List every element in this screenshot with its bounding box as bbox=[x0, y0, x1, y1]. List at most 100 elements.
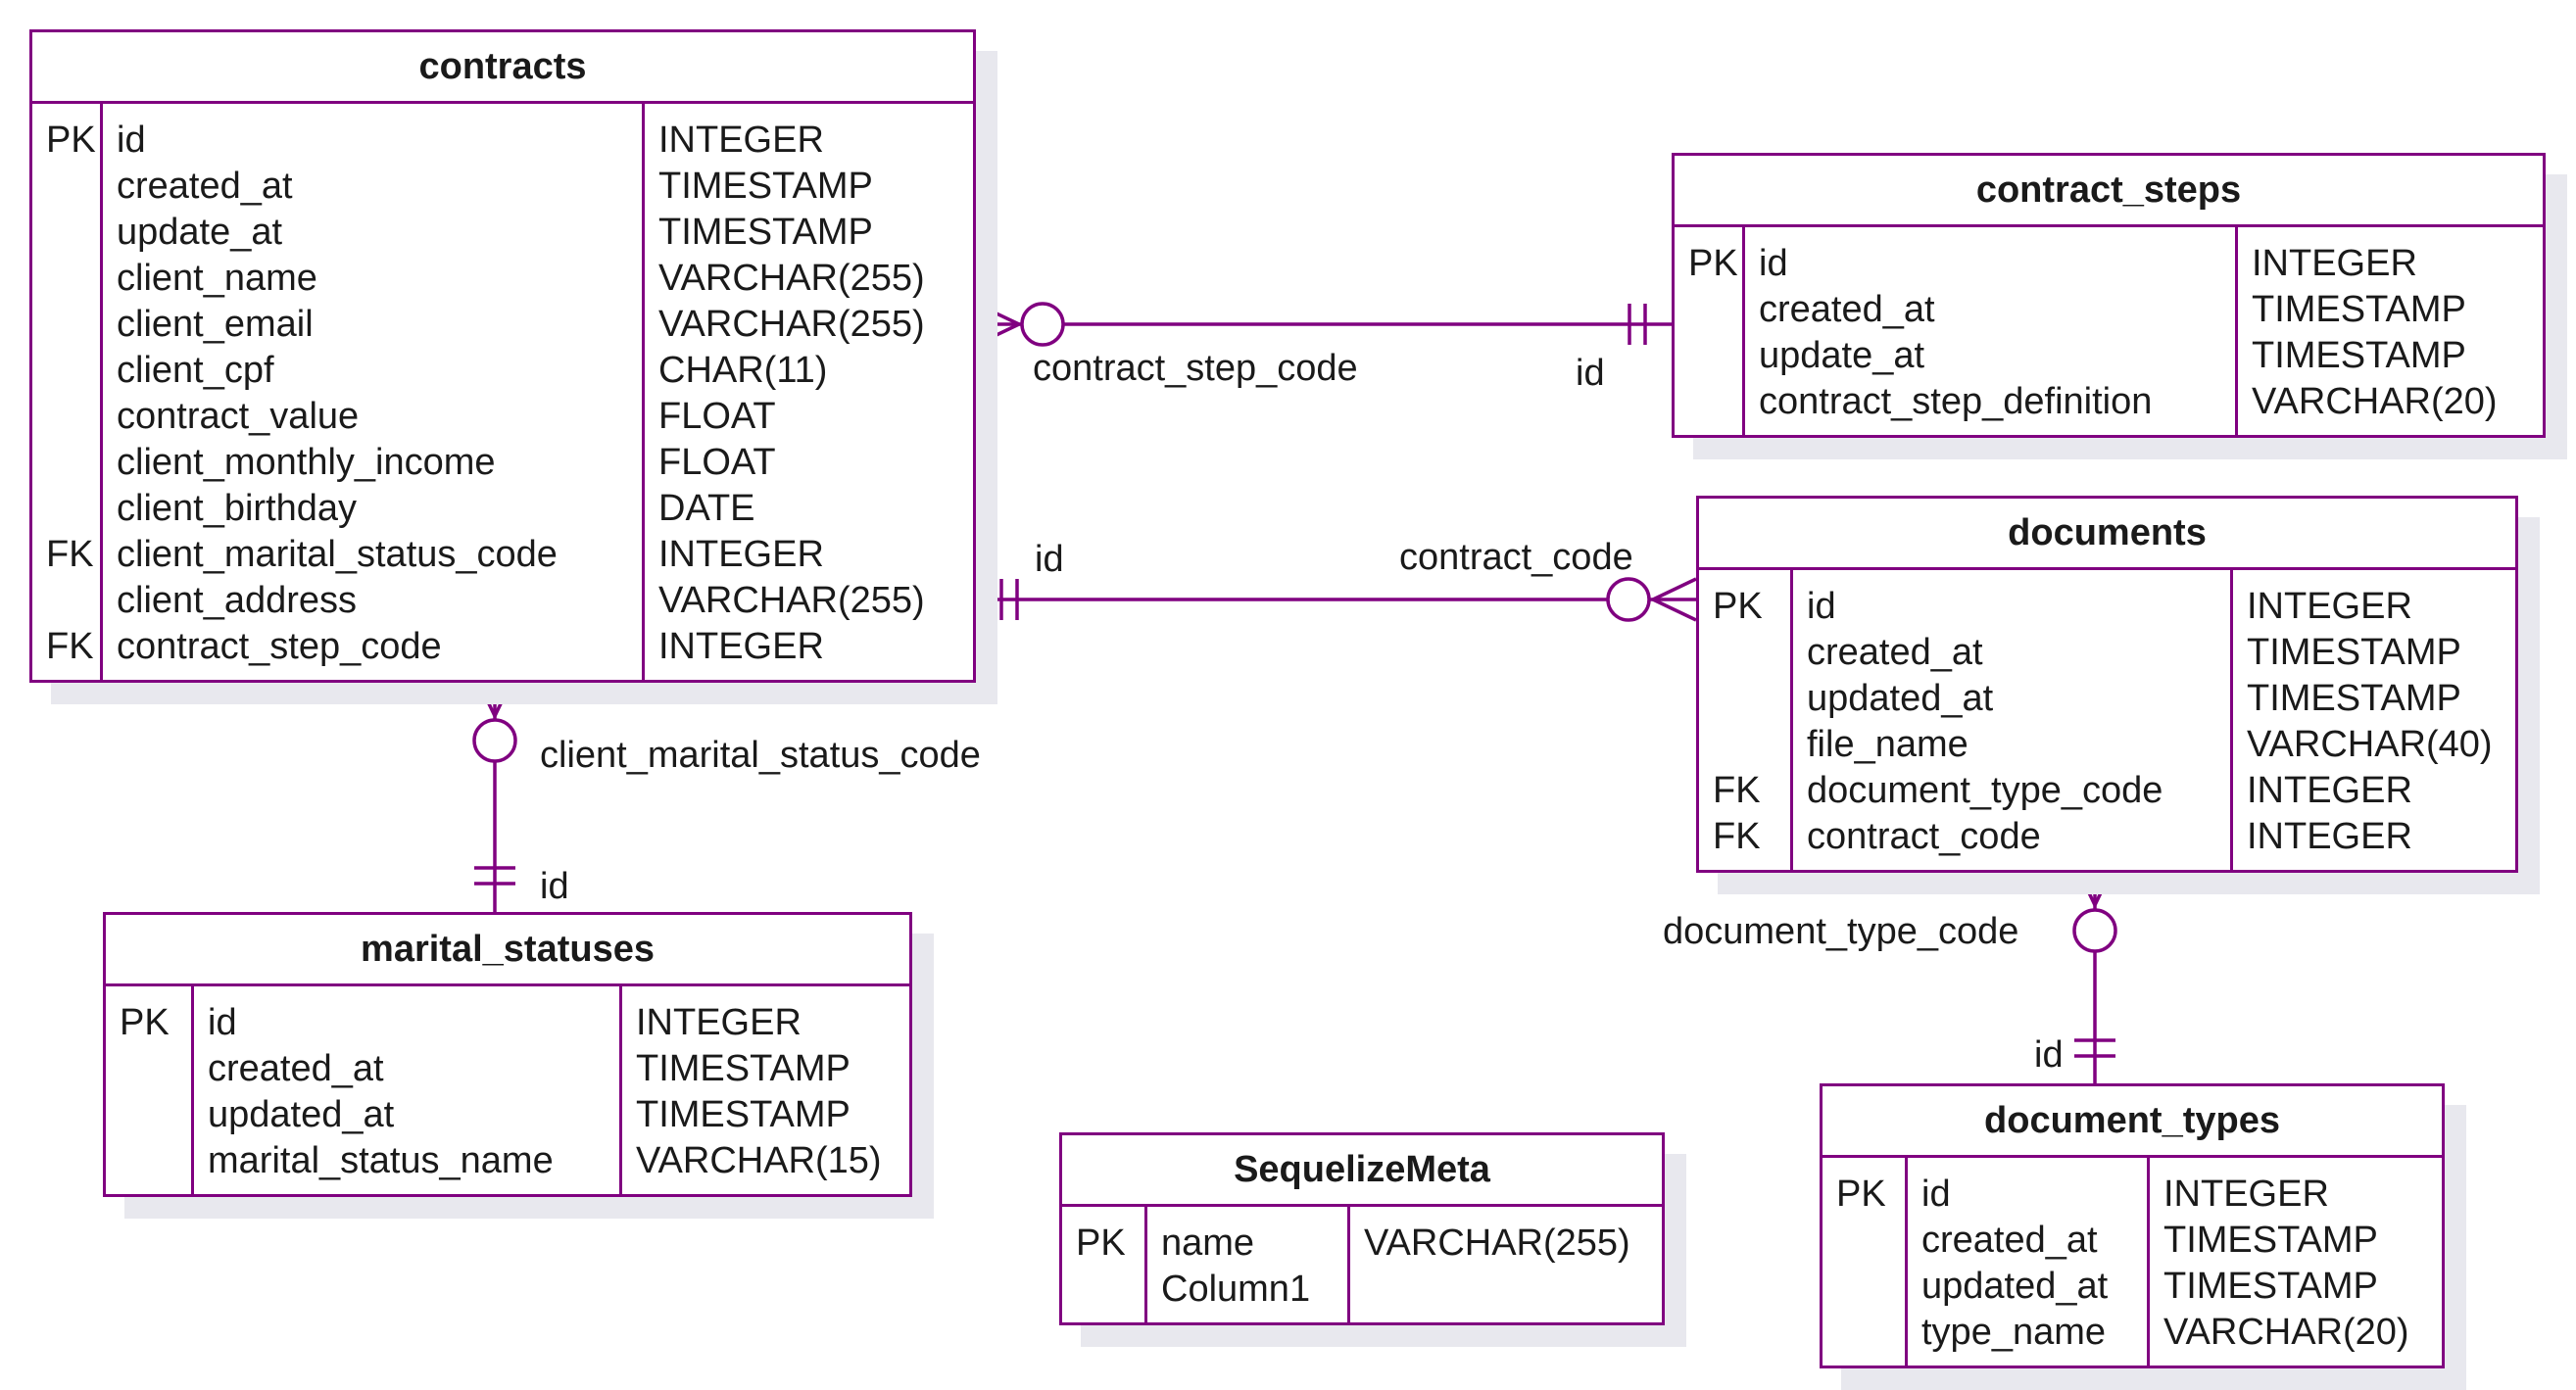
column-type: TIMESTAMP bbox=[658, 166, 873, 207]
table-document-types[interactable]: document_types PK id created_at updated_at… bbox=[1820, 1083, 2445, 1368]
column-name: client_name bbox=[117, 258, 317, 299]
key-cell bbox=[1713, 676, 1790, 722]
table-document-types-title: document_types bbox=[1823, 1086, 2442, 1158]
key-cell bbox=[46, 256, 100, 302]
column-type: VARCHAR(255) bbox=[1364, 1222, 1630, 1264]
key-cell: FK bbox=[46, 626, 94, 667]
column-name: client_email bbox=[117, 304, 314, 345]
column-type: INTEGER bbox=[658, 120, 824, 161]
column-name: id bbox=[208, 1002, 237, 1043]
column-type: VARCHAR(255) bbox=[658, 304, 925, 345]
key-cell bbox=[1713, 722, 1790, 768]
key-cell bbox=[1688, 379, 1742, 425]
column-type: TIMESTAMP bbox=[2163, 1266, 2378, 1307]
column-type: TIMESTAMP bbox=[658, 212, 873, 253]
column-type: INTEGER bbox=[2247, 586, 2412, 627]
relation-contracts-contract-steps bbox=[975, 302, 1672, 347]
column-type bbox=[1364, 1267, 1662, 1313]
key-cell: PK bbox=[46, 120, 96, 161]
key-cell bbox=[120, 1092, 191, 1138]
column-name: updated_at bbox=[1807, 678, 1994, 719]
column-type: INTEGER bbox=[636, 1002, 802, 1043]
key-cell bbox=[1688, 287, 1742, 333]
key-cell bbox=[1688, 333, 1742, 379]
label-contract-step-code: contract_step_code bbox=[1033, 348, 1358, 389]
column-type: CHAR(11) bbox=[658, 350, 828, 391]
key-cell bbox=[120, 1046, 191, 1092]
table-sequelize-meta-title: SequelizeMeta bbox=[1062, 1135, 1662, 1207]
column-name: created_at bbox=[117, 166, 293, 207]
column-name: update_at bbox=[117, 212, 283, 253]
column-name: id bbox=[1759, 243, 1788, 284]
label-document-type-code: document_type_code bbox=[1663, 911, 2019, 952]
column-name: contract_code bbox=[1807, 816, 2041, 857]
column-types: INTEGER TIMESTAMP TIMESTAMP VARCHAR(20) bbox=[2238, 227, 2543, 435]
column-name: id bbox=[1921, 1174, 1951, 1215]
label-marital-statuses-id: id bbox=[540, 866, 569, 907]
column-type: INTEGER bbox=[2247, 770, 2412, 811]
key-cell bbox=[1836, 1310, 1905, 1356]
column-name: client_address bbox=[117, 580, 358, 621]
column-type: TIMESTAMP bbox=[2163, 1220, 2378, 1261]
column-type: TIMESTAMP bbox=[2252, 335, 2466, 376]
column-name: Column1 bbox=[1161, 1269, 1311, 1310]
key-cell: PK bbox=[1076, 1222, 1126, 1264]
column-type: DATE bbox=[658, 488, 755, 529]
key-cell bbox=[46, 348, 100, 394]
key-cell: PK bbox=[1713, 586, 1763, 627]
table-documents-title: documents bbox=[1699, 499, 2515, 570]
key-cell: PK bbox=[1688, 243, 1738, 284]
column-type: TIMESTAMP bbox=[636, 1094, 851, 1135]
table-contracts-title: contracts bbox=[32, 32, 973, 104]
column-name: contract_step_code bbox=[117, 626, 442, 667]
column-name: updated_at bbox=[1921, 1266, 2109, 1307]
label-document-types-id: id bbox=[2034, 1034, 2064, 1076]
column-name: client_monthly_income bbox=[117, 442, 496, 483]
column-type: INTEGER bbox=[2252, 243, 2417, 284]
key-cell bbox=[46, 210, 100, 256]
column-type: FLOAT bbox=[658, 442, 776, 483]
key-cell bbox=[1713, 630, 1790, 676]
column-name: marital_status_name bbox=[208, 1140, 554, 1181]
key-cell bbox=[46, 486, 100, 532]
key-column: PK bbox=[1823, 1158, 1908, 1366]
column-name: client_marital_status_code bbox=[117, 534, 558, 575]
key-cell: PK bbox=[120, 1002, 170, 1043]
key-cell: PK bbox=[1836, 1174, 1886, 1215]
column-type: VARCHAR(20) bbox=[2252, 381, 2498, 422]
relation-documents-document-types bbox=[2072, 861, 2117, 1083]
column-name: created_at bbox=[1921, 1220, 2098, 1261]
key-cell bbox=[1836, 1264, 1905, 1310]
column-type: VARCHAR(40) bbox=[2247, 724, 2493, 765]
column-name: updated_at bbox=[208, 1094, 395, 1135]
column-name: document_type_code bbox=[1807, 770, 2163, 811]
label-contracts-id: id bbox=[1035, 539, 1064, 580]
column-name: file_name bbox=[1807, 724, 1968, 765]
key-cell bbox=[46, 440, 100, 486]
column-name: created_at bbox=[1807, 632, 1983, 673]
column-type: TIMESTAMP bbox=[2252, 289, 2466, 330]
relation-contracts-marital-statuses bbox=[472, 672, 517, 912]
key-cell bbox=[46, 394, 100, 440]
key-cell bbox=[46, 578, 100, 624]
key-cell: FK bbox=[1713, 770, 1761, 811]
column-name: contract_step_definition bbox=[1759, 381, 2153, 422]
column-types: VARCHAR(255) bbox=[1350, 1207, 1662, 1322]
label-contract-code: contract_code bbox=[1399, 537, 1633, 578]
label-client-marital-status-code: client_marital_status_code bbox=[540, 735, 981, 776]
